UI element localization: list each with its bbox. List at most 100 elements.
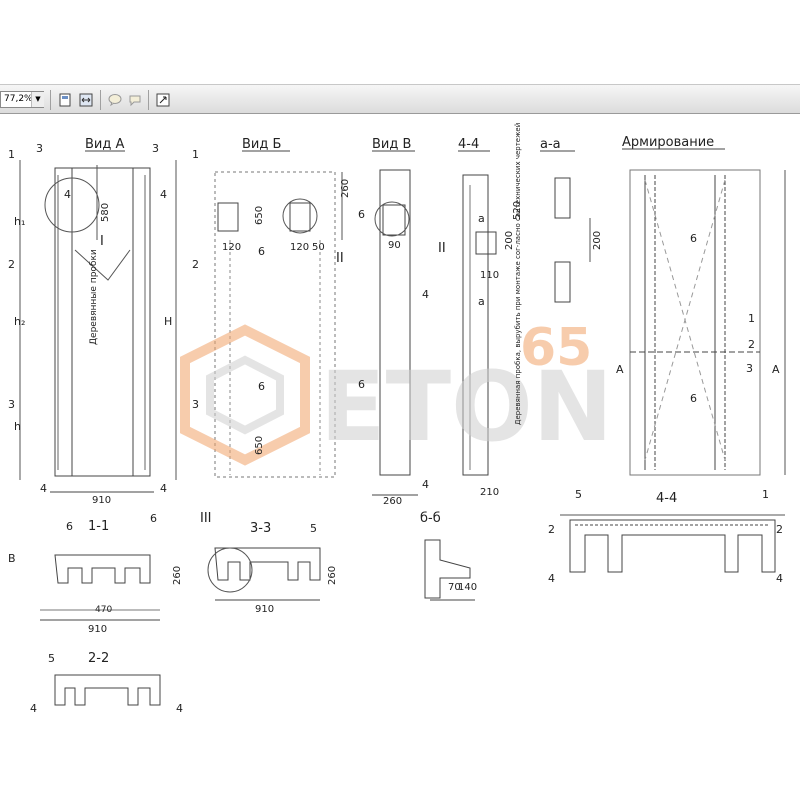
dim-140: 140 <box>458 582 477 593</box>
label-6e: 6 <box>690 232 697 245</box>
section-bb-profile <box>424 539 471 599</box>
label-5c: 5 <box>310 522 317 535</box>
dim-260: 260 <box>340 179 351 198</box>
technical-drawing: ETON 65 Вид А Вид Б Вид В 4-4 а-а Армиро… <box>8 123 786 715</box>
label-6g: 6 <box>66 520 73 533</box>
label-6c: 6 <box>358 208 365 221</box>
label-1c: 1 <box>748 312 755 325</box>
dim-50: 50 <box>312 242 325 253</box>
roman-i: I <box>100 234 104 249</box>
section-2-2-profile <box>54 674 161 706</box>
label-2e: 2 <box>776 523 783 536</box>
label-h2: h₂ <box>14 315 25 328</box>
label-4e: 4 <box>422 288 429 301</box>
dim-520: 520 <box>512 201 523 220</box>
label-A2: А <box>772 363 780 376</box>
section-3-3-profile <box>214 547 321 581</box>
title-section-1-1: 1-1 <box>88 519 109 534</box>
label-3: 3 <box>36 142 43 155</box>
stamp-icon[interactable] <box>126 91 144 109</box>
title-section-bb: б-б <box>420 511 441 526</box>
label-4a: 4 <box>64 188 71 201</box>
label-6d: 6 <box>358 378 365 391</box>
section-1-1-profile <box>54 554 151 584</box>
dim-260-33: 260 <box>327 566 338 585</box>
label-2b: 2 <box>192 258 199 271</box>
label-h: h <box>14 420 21 433</box>
drawing-sheet: ETON 65 Вид А Вид Б Вид В 4-4 а-а Армиро… <box>0 120 800 800</box>
label-2d: 2 <box>548 523 555 536</box>
zoom-value: 77,2% <box>4 94 33 104</box>
panel-view-v <box>379 169 411 476</box>
label-2c: 2 <box>748 338 755 351</box>
dim-650-bottom: 650 <box>254 436 265 455</box>
reference-labels: 3 3 1 1 2 2 3 3 4 4 4 4 h₁ h₂ h H 6 6 6 … <box>8 142 783 715</box>
label-4d: 4 <box>160 482 167 495</box>
section-44-vertical <box>462 174 489 476</box>
label-3d: 3 <box>192 398 199 411</box>
pdf-toolbar: 77,2% ▼ <box>0 84 800 114</box>
title-view-v: Вид В <box>372 137 411 152</box>
note-wooden-plug-long: Деревянная пробка, вырубить при монтаже … <box>514 123 522 425</box>
dim-110: 110 <box>480 270 499 281</box>
dim-90: 90 <box>388 240 401 251</box>
reinforcement-frame <box>629 169 761 476</box>
dim-470: 470 <box>95 605 112 615</box>
label-3b: 3 <box>152 142 159 155</box>
title-section-2-2: 2-2 <box>88 651 109 666</box>
dim-200-aa: 200 <box>592 231 603 250</box>
dim-910-section: 910 <box>88 624 107 635</box>
note-wooden-plugs: Деревянные пробки <box>89 249 99 345</box>
dim-910-33: 910 <box>255 604 274 615</box>
fit-width-icon[interactable] <box>77 91 95 109</box>
section-aa-bottom <box>554 261 571 303</box>
label-6a: 6 <box>258 245 265 258</box>
dim-910-front: 910 <box>92 495 111 506</box>
dim-70: 70 <box>448 582 461 593</box>
fit-page-icon[interactable] <box>56 91 74 109</box>
watermark-brand: ETON <box>320 351 613 463</box>
label-6b: 6 <box>258 380 265 393</box>
label-4h: 4 <box>776 572 783 585</box>
zoom-input[interactable]: 77,2% ▼ <box>0 91 44 108</box>
label-h1: h₁ <box>14 215 25 228</box>
chevron-down-icon[interactable]: ▼ <box>31 92 44 107</box>
toolbar-separator <box>148 90 149 110</box>
label-5a: 5 <box>575 488 582 501</box>
label-6f: 6 <box>690 392 697 405</box>
dim-260-11: 260 <box>172 566 183 585</box>
title-section-44-bottom: 4-4 <box>656 491 677 506</box>
label-3e: 3 <box>746 362 753 375</box>
label-V: В <box>8 552 16 565</box>
label-a1: а <box>478 212 485 225</box>
label-A: А <box>616 363 624 376</box>
label-5b: 5 <box>48 652 55 665</box>
label-4b: 4 <box>160 188 167 201</box>
label-4g: 4 <box>548 572 555 585</box>
label-1d: 1 <box>762 488 769 501</box>
label-1b: 1 <box>192 148 199 161</box>
dim-120: 120 <box>222 242 241 253</box>
comment-icon[interactable] <box>106 91 124 109</box>
toolbar-separator <box>50 90 51 110</box>
detail-circle-i <box>44 177 100 233</box>
toolbar-separator <box>100 90 101 110</box>
dim-120-b: 120 <box>290 242 309 253</box>
label-6h: 6 <box>150 512 157 525</box>
title-view-b: Вид Б <box>242 137 281 152</box>
roman-ii: II <box>336 251 344 266</box>
label-4f: 4 <box>422 478 429 491</box>
title-view-a: Вид А <box>85 137 124 152</box>
fullscreen-icon[interactable] <box>154 91 172 109</box>
dim-650-top: 650 <box>254 206 265 225</box>
dim-260-side: 260 <box>383 496 402 507</box>
view-titles: Вид А Вид Б Вид В 4-4 а-а Армирование 1-… <box>85 135 725 666</box>
label-H: H <box>164 315 172 328</box>
panel-view-b <box>214 171 336 478</box>
label-a2: а <box>478 295 485 308</box>
dim-210: 210 <box>480 487 499 498</box>
watermark-code: 65 <box>520 318 592 378</box>
roman-iii: III <box>200 511 212 526</box>
dimensions: 580 650 650 260 910 260 120 120 50 520 2… <box>88 179 603 635</box>
title-section-3-3: 3-3 <box>250 521 271 536</box>
